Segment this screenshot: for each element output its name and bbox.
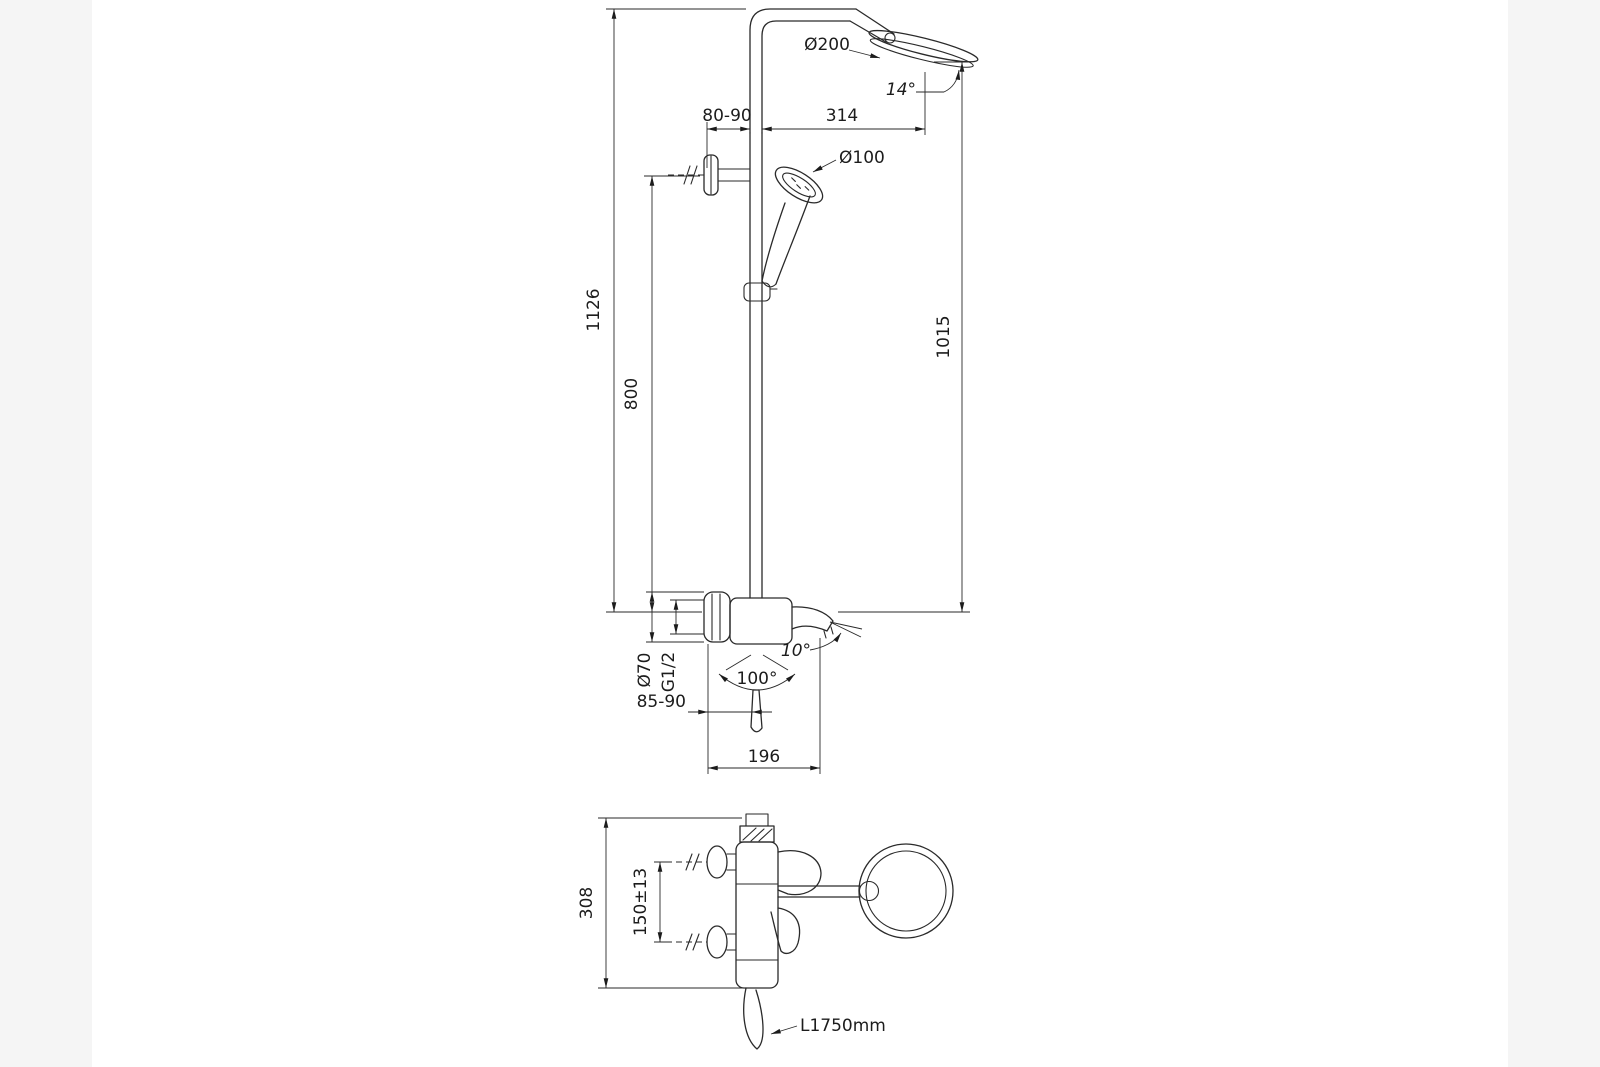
dim-spout-angle-label: 10° bbox=[781, 641, 811, 661]
side-view: 308 150±13 L1750mm bbox=[577, 813, 954, 1050]
page-gutter-right bbox=[1508, 0, 1600, 1067]
dim-escutcheon-diameter-label: Ø70 bbox=[635, 652, 655, 687]
dim-head-angle: 14° bbox=[886, 69, 961, 100]
dim-rail-height: 800 bbox=[622, 175, 700, 612]
dim-handle-swing-label: 100° bbox=[737, 669, 778, 689]
dim-arm-projection-label: 314 bbox=[826, 106, 858, 126]
dim-connection-thread: G1/2 bbox=[659, 599, 704, 693]
dim-handle-swing: 100° bbox=[718, 654, 796, 691]
dim-wall-distance-top-label: 80-90 bbox=[702, 106, 751, 126]
dim-depth: 308 bbox=[577, 817, 748, 989]
wall-bracket bbox=[668, 154, 751, 196]
front-view: 1126 800 1015 80-90 314 bbox=[584, 8, 979, 774]
dim-head-diameter-label: Ø200 bbox=[804, 35, 850, 55]
lever-side bbox=[770, 907, 801, 954]
dim-riser-height: 1015 bbox=[838, 61, 970, 613]
arm-joint bbox=[858, 880, 880, 902]
dim-hose-length-label: L1750mm bbox=[800, 1016, 886, 1036]
hand-shower bbox=[761, 166, 824, 288]
dim-rail-height-label: 800 bbox=[622, 378, 642, 410]
riser-pipe bbox=[749, 8, 895, 599]
dim-inlet-spacing-label: 150±13 bbox=[631, 868, 651, 936]
dim-hose-length: L1750mm bbox=[770, 1016, 886, 1036]
dim-wall-distance-bottom-label: 85-90 bbox=[637, 692, 686, 712]
mixer-body bbox=[729, 597, 793, 645]
dim-spout-projection: 196 bbox=[708, 638, 821, 774]
mixer-side-body bbox=[735, 813, 779, 989]
page-gutter-left bbox=[0, 0, 92, 1067]
head-disc-outer bbox=[858, 843, 954, 939]
spout-side bbox=[777, 850, 822, 896]
handshower-holder bbox=[743, 282, 778, 302]
dim-head-diameter: Ø200 bbox=[804, 35, 881, 59]
spout bbox=[791, 606, 834, 632]
dim-spout-projection-label: 196 bbox=[748, 747, 780, 767]
shower-arm-and-head bbox=[777, 843, 954, 939]
dim-wall-distance-bottom: 85-90 bbox=[637, 644, 772, 774]
dim-handshower-diameter: Ø100 bbox=[812, 148, 885, 173]
head-swivel-joint bbox=[884, 32, 896, 44]
inlet-flanges bbox=[666, 845, 737, 959]
dim-arm-projection: 314 bbox=[762, 72, 926, 135]
dim-overall-height: 1126 bbox=[584, 8, 746, 613]
lever-handle bbox=[750, 689, 763, 733]
dim-handshower-diameter-label: Ø100 bbox=[839, 148, 885, 168]
shower-hose bbox=[743, 987, 764, 1050]
dim-spout-angle: 10° bbox=[781, 621, 863, 661]
dim-wall-distance-top: 80-90 bbox=[702, 106, 752, 168]
mixer-front bbox=[703, 591, 834, 733]
dim-overall-height-label: 1126 bbox=[584, 288, 604, 331]
dim-escutcheon-diameter: Ø70 bbox=[635, 591, 704, 688]
dim-depth-label: 308 bbox=[577, 887, 597, 919]
dim-head-angle-label: 14° bbox=[886, 80, 916, 100]
dim-connection-thread-label: G1/2 bbox=[659, 652, 679, 693]
head-disc-inner bbox=[865, 850, 947, 932]
wall-escutcheon bbox=[703, 591, 731, 643]
dim-riser-height-label: 1015 bbox=[934, 315, 954, 358]
overhead-shower-head bbox=[868, 29, 979, 68]
dim-inlet-spacing: 150±13 bbox=[631, 861, 666, 943]
